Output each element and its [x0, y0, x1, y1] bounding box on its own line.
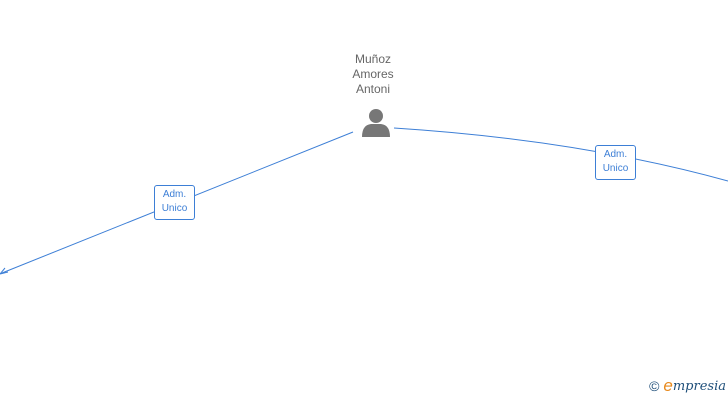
name-line-3: Antoni: [355, 82, 391, 96]
copyright-icon: ©: [649, 378, 660, 394]
person-node-name[interactable]: Muñoz Amores Antoni: [322, 52, 424, 97]
name-line-2: Amores: [352, 67, 394, 81]
edge-label-right-line-1: Adm.: [603, 149, 628, 160]
edge-left-arrowhead: [0, 267, 9, 275]
edge-label-left[interactable]: Adm. Unico: [154, 185, 195, 220]
empresia-watermark: © e mpresia: [649, 376, 726, 396]
edge-label-right-line-2: Unico: [602, 163, 629, 174]
brand-name: mpresia: [672, 378, 726, 394]
edge-label-right[interactable]: Adm. Unico: [595, 145, 636, 180]
edge-right: [393, 127, 728, 182]
edge-label-left-line-2: Unico: [161, 203, 188, 214]
brand-initial: e: [663, 376, 673, 395]
edge-label-left-line-1: Adm.: [162, 189, 187, 200]
name-line-1: Muñoz: [354, 52, 392, 66]
person-icon[interactable]: [360, 107, 392, 139]
